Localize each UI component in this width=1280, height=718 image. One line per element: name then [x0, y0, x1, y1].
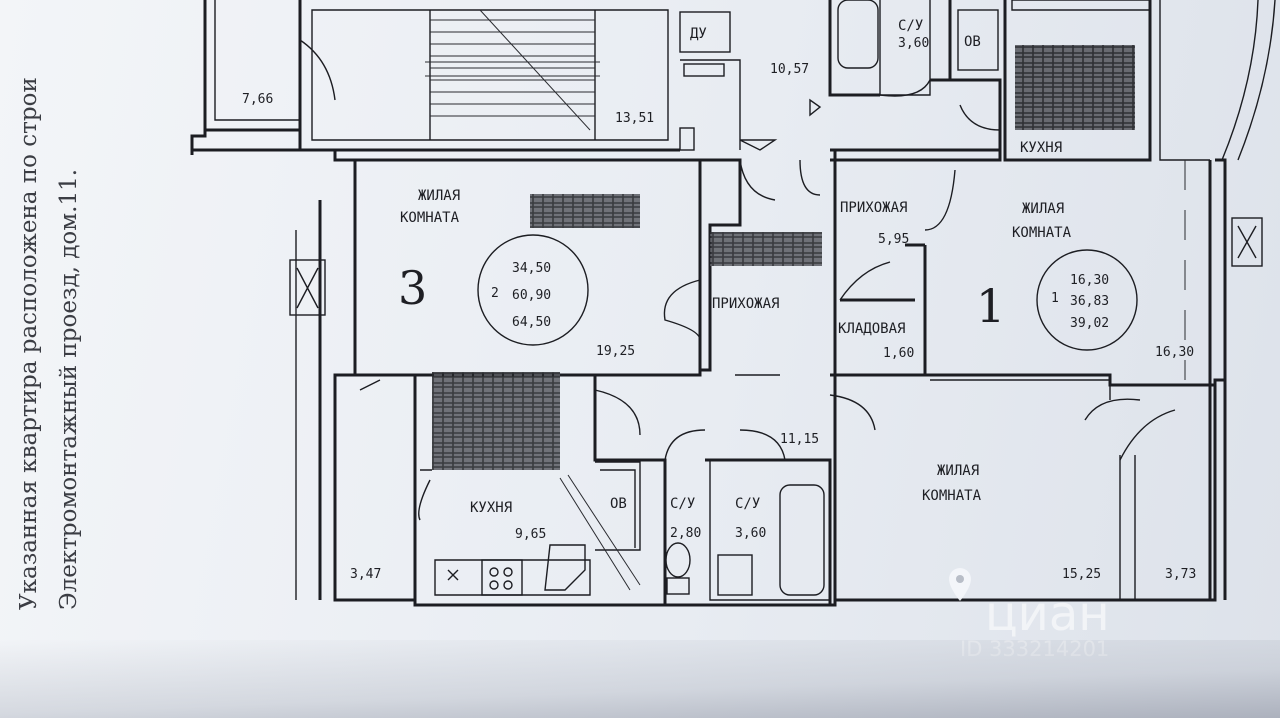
- apt3-kitchen-label: КУХНЯ: [470, 500, 512, 516]
- apt3-kitchen-area: 9,65: [515, 527, 546, 542]
- apt1-storage-label: КЛАДОВАЯ: [838, 321, 905, 337]
- top-bath-label: С/У: [898, 18, 923, 34]
- apt3-room2-label-1: ЖИЛАЯ: [937, 463, 979, 479]
- ventilation-marks: [289, 160, 1263, 600]
- apt3-area-living: 34,50: [512, 261, 551, 276]
- watermark-brand: циан: [985, 586, 1110, 642]
- apt1-room-label-2: КОМНАТА: [1012, 225, 1072, 241]
- stair-block: [203, 0, 741, 152]
- loggia-area: 7,66: [242, 92, 273, 107]
- apt1-storage-area: 1,60: [883, 346, 914, 361]
- location-pin-icon: [949, 568, 971, 601]
- page-edge-shadow: [0, 640, 1280, 718]
- apt1-area-total-balcony: 39,02: [1070, 316, 1109, 331]
- apt3-balcony2-area: 3,73: [1165, 567, 1196, 582]
- apt3-rooms: 2: [491, 286, 499, 301]
- apt1-hall-label: ПРИХОЖАЯ: [840, 200, 907, 216]
- apt3-room-area: 19,25: [596, 344, 635, 359]
- side-text-line2: Электромонтажный проезд, дом.11.: [56, 169, 82, 610]
- apartment-3-area-circle: [477, 234, 589, 346]
- apt1-number: 1: [976, 279, 1005, 333]
- apt3-room-label-2: КОМНАТА: [400, 210, 460, 226]
- top-bath-area: 3,60: [898, 36, 929, 51]
- apt1-area-total: 36,83: [1070, 294, 1109, 309]
- apt1-room-label-1: ЖИЛАЯ: [1022, 201, 1064, 217]
- apt3-hall-label: ПРИХОЖАЯ: [712, 296, 779, 312]
- apt3-bath1-area: 2,80: [670, 526, 701, 541]
- apt1-area-living: 16,30: [1070, 273, 1109, 288]
- apt3-bath2-area: 3,60: [735, 526, 766, 541]
- corridor-area: 10,57: [770, 62, 809, 77]
- apt3-area-total-balcony: 64,50: [512, 315, 551, 330]
- apt1-room-area: 16,30: [1155, 345, 1194, 360]
- apt3-area-total: 60,90: [512, 288, 551, 303]
- apt3-hall-area: 11,15: [780, 432, 819, 447]
- apt3-shaft-label: ОВ: [610, 496, 627, 512]
- apt3-room2-label-2: КОМНАТА: [922, 488, 982, 504]
- stair-area: 13,51: [615, 111, 654, 126]
- apt1-kitchen-label: КУХНЯ: [1020, 140, 1062, 156]
- apt3-room-label-1: ЖИЛАЯ: [418, 188, 460, 204]
- top-shaft-label: ОВ: [964, 34, 981, 50]
- apartment-1-area-circle: [1036, 249, 1138, 351]
- apt3-room2-area: 15,25: [1062, 567, 1101, 582]
- apartment-3-walls: [335, 98, 876, 605]
- apt3-number: 3: [398, 261, 427, 315]
- apt1-hall-area: 5,95: [878, 232, 909, 247]
- apt3-bath2-label: С/У: [735, 496, 760, 512]
- apt3-bath1-label: С/У: [670, 496, 695, 512]
- side-text-line1: Указанная квартира расположена по строи: [16, 77, 42, 610]
- apartment-1-walls: [830, 148, 1215, 600]
- du-label: ДУ: [690, 26, 707, 42]
- apt1-rooms: 1: [1051, 291, 1059, 306]
- apt3-balcony-area: 3,47: [350, 567, 381, 582]
